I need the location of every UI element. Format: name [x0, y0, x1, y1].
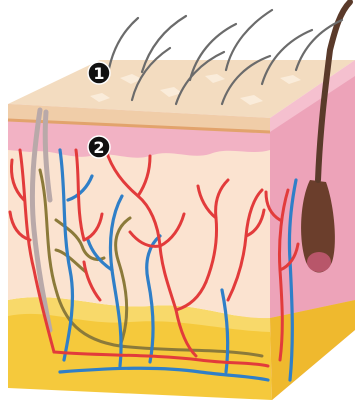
marker-2-label: 2 — [93, 138, 104, 157]
marker-1-label: 1 — [93, 64, 104, 83]
marker-2: 2 — [88, 136, 110, 158]
marker-1: 1 — [88, 62, 110, 84]
